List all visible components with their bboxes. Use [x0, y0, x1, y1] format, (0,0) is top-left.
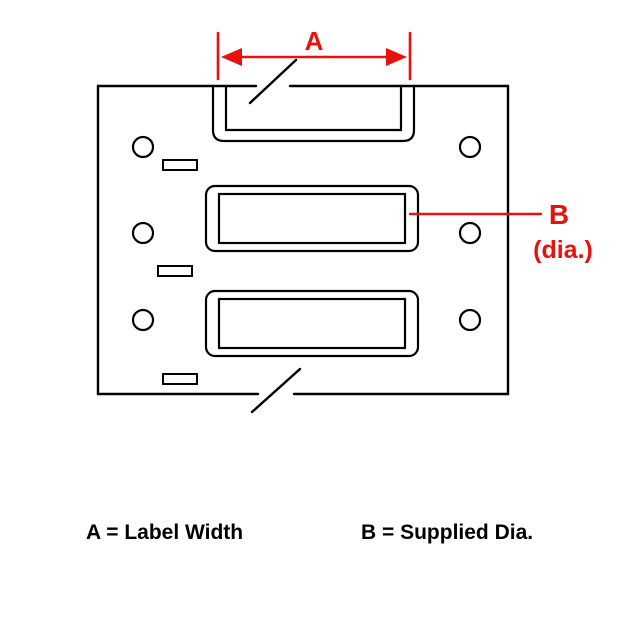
arrowhead-left-icon — [221, 48, 242, 66]
notch — [162, 159, 198, 171]
notch — [157, 265, 193, 277]
legend-b-text: B = Supplied Dia. — [361, 521, 533, 544]
feed-hole — [458, 308, 482, 332]
arrowhead-right-icon — [386, 48, 407, 66]
dimension-b-label: B — [549, 199, 569, 230]
feed-holes — [131, 135, 482, 332]
break-mark-top-icon — [248, 58, 298, 105]
sleeve-bottom-inner — [217, 297, 407, 350]
feed-hole — [131, 135, 155, 159]
feed-hole — [131, 221, 155, 245]
dimension-a-label: A — [305, 26, 324, 56]
legend-a-text: A = Label Width — [86, 521, 243, 544]
dimension-b-sublabel: (dia.) — [533, 236, 593, 264]
carrier-outline — [96, 58, 510, 414]
feed-hole — [458, 135, 482, 159]
dimension-a: A — [216, 26, 412, 81]
sleeve-top-inner — [224, 87, 403, 132]
feed-hole — [458, 221, 482, 245]
sleeve-top-outer — [211, 87, 416, 143]
feed-hole — [131, 308, 155, 332]
sleeve-middle-inner — [217, 192, 407, 245]
registration-notches — [157, 159, 198, 385]
sleeve-bottom-outer — [204, 289, 420, 358]
dimension-b: B (dia.) — [408, 199, 593, 264]
legend: A = Label Width B = Supplied Dia. — [86, 521, 533, 544]
sleeve-middle-outer — [204, 184, 420, 253]
sleeves — [204, 87, 420, 358]
notch — [162, 373, 198, 385]
break-mark-bottom-icon — [250, 367, 302, 414]
